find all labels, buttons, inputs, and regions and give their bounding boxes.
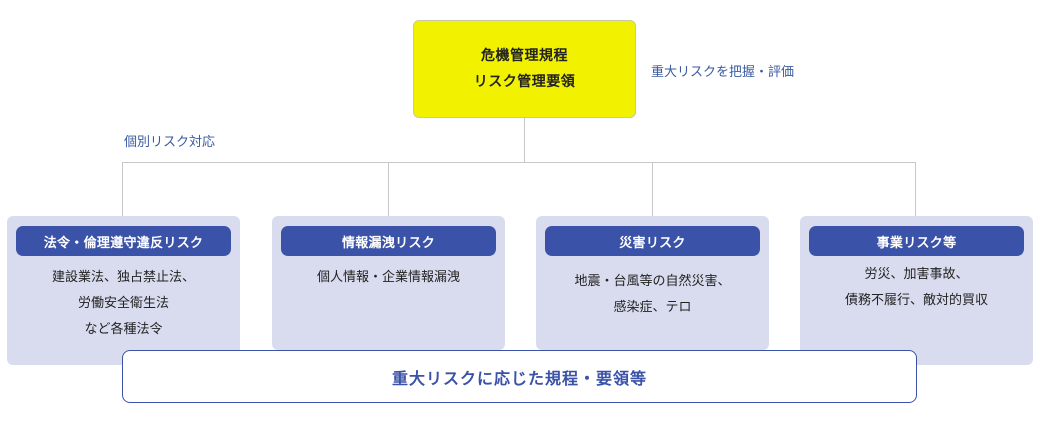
desc-line: 感染症、テロ: [613, 300, 692, 315]
bottom-rules-label: 重大リスクに応じた規程・要領等: [391, 368, 647, 388]
connector-top-vertical: [524, 118, 525, 163]
category-desc-disaster: 地震・台風等の自然災害、 感染症、テロ: [536, 269, 769, 321]
desc-line: 建設業法、独占禁止法、: [51, 270, 195, 285]
desc-line: 債務不履行、敵対的買収: [844, 293, 988, 308]
category-title-business: 事業リスク等: [809, 226, 1024, 256]
note-assess: 重大リスクを把握・評価: [651, 65, 795, 80]
category-card-info-leak: 情報漏洩リスク 個人情報・企業情報漏洩: [272, 216, 505, 350]
category-desc-info-leak: 個人情報・企業情報漏洩: [272, 265, 505, 291]
connector-drop-2: [388, 162, 389, 217]
connector-drop-3: [652, 162, 653, 217]
top-policy-box: 危機管理規程 リスク管理要領: [413, 20, 636, 118]
note-individual: 個別リスク対応: [124, 135, 216, 150]
connector-horizontal: [122, 162, 916, 163]
top-policy-line1: 危機管理規程: [481, 48, 568, 64]
desc-line: 労災、加害事故、: [864, 267, 969, 282]
top-policy-line2: リスク管理要領: [473, 74, 576, 90]
category-card-business: 事業リスク等 労災、加害事故、 債務不履行、敵対的買収: [800, 216, 1033, 365]
connector-drop-1: [122, 162, 123, 217]
desc-line: 労働安全衛生法: [77, 296, 169, 311]
category-card-compliance: 法令・倫理遵守違反リスク 建設業法、独占禁止法、 労働安全衛生法 など各種法令: [7, 216, 240, 365]
category-desc-compliance: 建設業法、独占禁止法、 労働安全衛生法 など各種法令: [7, 265, 240, 343]
connector-drop-4: [915, 162, 916, 217]
desc-line: 個人情報・企業情報漏洩: [316, 270, 460, 285]
category-title-info-leak: 情報漏洩リスク: [281, 226, 496, 256]
category-desc-business: 労災、加害事故、 債務不履行、敵対的買収: [800, 262, 1033, 314]
category-card-disaster: 災害リスク 地震・台風等の自然災害、 感染症、テロ: [536, 216, 769, 350]
category-title-compliance: 法令・倫理遵守違反リスク: [16, 226, 231, 256]
category-title-disaster: 災害リスク: [545, 226, 760, 256]
desc-line: など各種法令: [84, 322, 163, 337]
desc-line: 地震・台風等の自然災害、: [574, 274, 731, 289]
bottom-rules-box: 重大リスクに応じた規程・要領等: [122, 350, 917, 403]
